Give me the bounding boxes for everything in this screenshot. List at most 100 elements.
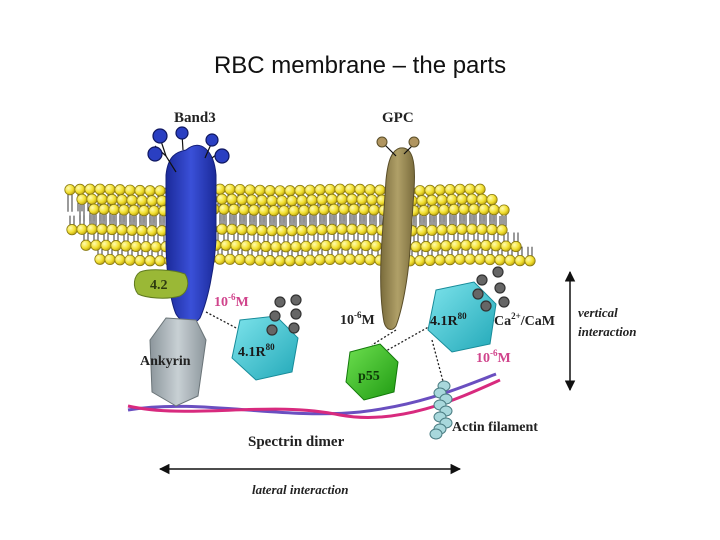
protein-41r-left-label: 4.1R80 xyxy=(238,342,275,360)
calmodulin-cluster-right xyxy=(472,266,510,312)
lipid-head xyxy=(228,203,240,215)
lipid-head xyxy=(254,254,266,266)
lipid-head xyxy=(416,195,428,207)
lipid-head xyxy=(134,184,146,197)
calmodulin-cluster-left xyxy=(266,294,302,336)
lipid-head xyxy=(316,224,328,236)
lipid-head xyxy=(318,204,330,216)
lipid-head xyxy=(426,194,438,206)
lipid-head xyxy=(334,253,346,265)
lipid-head xyxy=(226,223,238,235)
lipid-head xyxy=(96,223,108,235)
spectrin-dimer xyxy=(127,372,501,419)
lipid-head xyxy=(294,254,306,267)
ankyrin-protein xyxy=(149,317,207,407)
lipid-head xyxy=(286,225,298,237)
lipid-head xyxy=(146,195,158,207)
band3-label: Band3 xyxy=(174,110,216,126)
lipid-bilayer xyxy=(64,183,536,267)
lipid-head xyxy=(270,241,282,253)
p55-label: p55 xyxy=(358,369,380,384)
lipid-head xyxy=(116,224,128,236)
lipid-head xyxy=(246,194,258,206)
lipid-head xyxy=(308,204,320,216)
slide-title: RBC membrane – the parts xyxy=(213,52,507,79)
lipid-head xyxy=(216,223,228,235)
lipid-head xyxy=(326,193,338,205)
lipid-head xyxy=(426,224,438,236)
lipid-head xyxy=(360,239,372,252)
lipid-head xyxy=(86,193,98,205)
protein-42 xyxy=(133,269,189,299)
lipid-head xyxy=(266,225,278,237)
lipid-head xyxy=(314,184,326,196)
lipid-head xyxy=(466,223,478,235)
lipid-head xyxy=(294,184,306,197)
protein-42-label: 4.2 xyxy=(150,278,168,293)
lipid-head xyxy=(288,205,300,217)
lipid-head xyxy=(504,254,516,266)
lipid-head xyxy=(464,183,476,195)
lipid-head xyxy=(140,241,152,253)
lipid-head xyxy=(456,223,468,235)
protein-41r-right-label: 4.1R80 xyxy=(430,311,467,329)
lipid-head xyxy=(354,183,366,195)
inner-leaflet-heads xyxy=(66,223,536,267)
lipid-head xyxy=(416,225,428,237)
lipid-head xyxy=(250,240,262,252)
lipid-head xyxy=(104,183,116,196)
lipid-head xyxy=(144,185,156,197)
lipid-head xyxy=(244,254,256,266)
lipid-head xyxy=(296,224,308,237)
lipid-head xyxy=(240,240,252,252)
lipid-head xyxy=(316,194,328,206)
lipid-head xyxy=(336,193,348,205)
lipid-head xyxy=(128,204,140,216)
lipid-head xyxy=(370,240,382,252)
lipid-head xyxy=(434,184,446,196)
lipid-head xyxy=(90,239,102,251)
lipid-head xyxy=(264,255,276,267)
outer-leaflet-heads xyxy=(64,183,510,217)
lipid-head xyxy=(478,203,490,215)
lipid-head xyxy=(474,253,486,265)
lipid-head xyxy=(98,203,110,215)
lipid-head xyxy=(424,254,436,266)
spectrin-dimer-label: Spectrin dimer xyxy=(248,434,345,450)
actin-filament xyxy=(429,380,453,440)
lipid-head xyxy=(154,185,166,197)
lipid-head xyxy=(258,204,270,217)
lipid-head xyxy=(266,195,278,207)
lipid-head xyxy=(348,203,360,215)
lipid-head xyxy=(274,185,286,197)
lipid-head xyxy=(488,204,500,216)
lipid-head xyxy=(320,239,332,252)
vertical-interaction-label: vertical interaction xyxy=(578,305,637,339)
lipid-head xyxy=(274,255,286,267)
lipid-head xyxy=(254,184,266,196)
lipid-head xyxy=(456,193,468,205)
lipid-head xyxy=(138,205,150,217)
lipid-head xyxy=(420,240,432,253)
lipid-head xyxy=(466,193,478,205)
lipid-head xyxy=(124,254,136,266)
lipid-head xyxy=(480,239,492,252)
lipid-head xyxy=(346,193,358,205)
lipid-head xyxy=(324,253,336,266)
lipid-head xyxy=(446,193,458,206)
glycan-bead xyxy=(147,146,163,162)
concentration-label-left: 10-6M xyxy=(214,292,249,310)
lipid-head xyxy=(286,195,298,207)
lipid-head xyxy=(150,241,162,253)
lipid-head xyxy=(440,240,452,252)
actin-filament-label: Actin filament xyxy=(452,420,538,435)
lipid-head xyxy=(148,205,160,217)
lipid-head xyxy=(428,204,440,216)
lipid-head xyxy=(336,223,348,235)
lipid-head xyxy=(300,240,312,252)
lipid-head xyxy=(268,205,280,217)
lipid-head xyxy=(304,254,316,266)
lipid-head xyxy=(458,203,470,215)
lipid-head xyxy=(120,240,132,252)
lipid-head xyxy=(216,193,228,205)
